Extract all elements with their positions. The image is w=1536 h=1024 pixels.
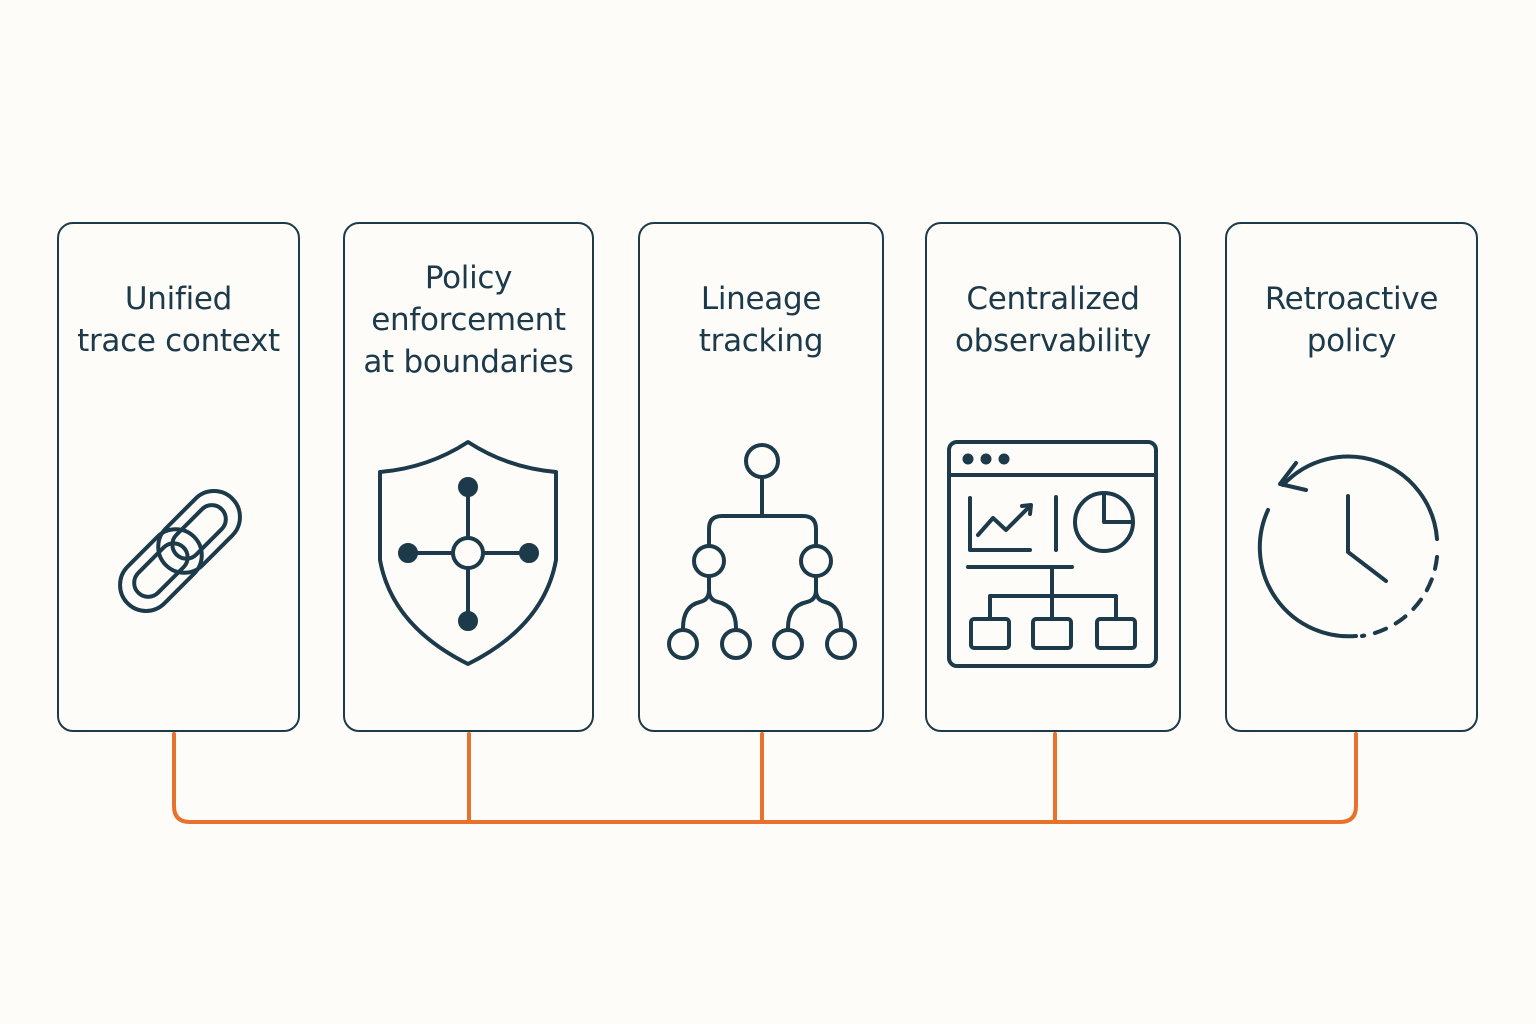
card-lineage-tracking: Lineage tracking [638, 222, 884, 732]
card-title: Unified trace context [77, 281, 280, 359]
tree-hierarchy-icon [667, 443, 857, 660]
history-clock-icon [1257, 454, 1439, 639]
card-title: Lineage tracking [698, 281, 824, 359]
card-policy-enforcement: Policy enforcement at boundaries [343, 222, 594, 732]
dashboard-window-icon [947, 440, 1158, 668]
connector-line-1 [172, 732, 1358, 824]
card-centralized-observability: Centralized observability [925, 222, 1181, 732]
card-unified-trace-context: Unified trace context [57, 222, 300, 732]
shield-network-icon [378, 440, 558, 666]
card-title: Policy enforcement at boundaries [363, 260, 574, 380]
card-retroactive-policy: Retroactive policy [1225, 222, 1478, 732]
chain-link-icon [118, 489, 242, 613]
card-title: Retroactive policy [1264, 281, 1439, 359]
card-title: Centralized observability [954, 281, 1152, 359]
